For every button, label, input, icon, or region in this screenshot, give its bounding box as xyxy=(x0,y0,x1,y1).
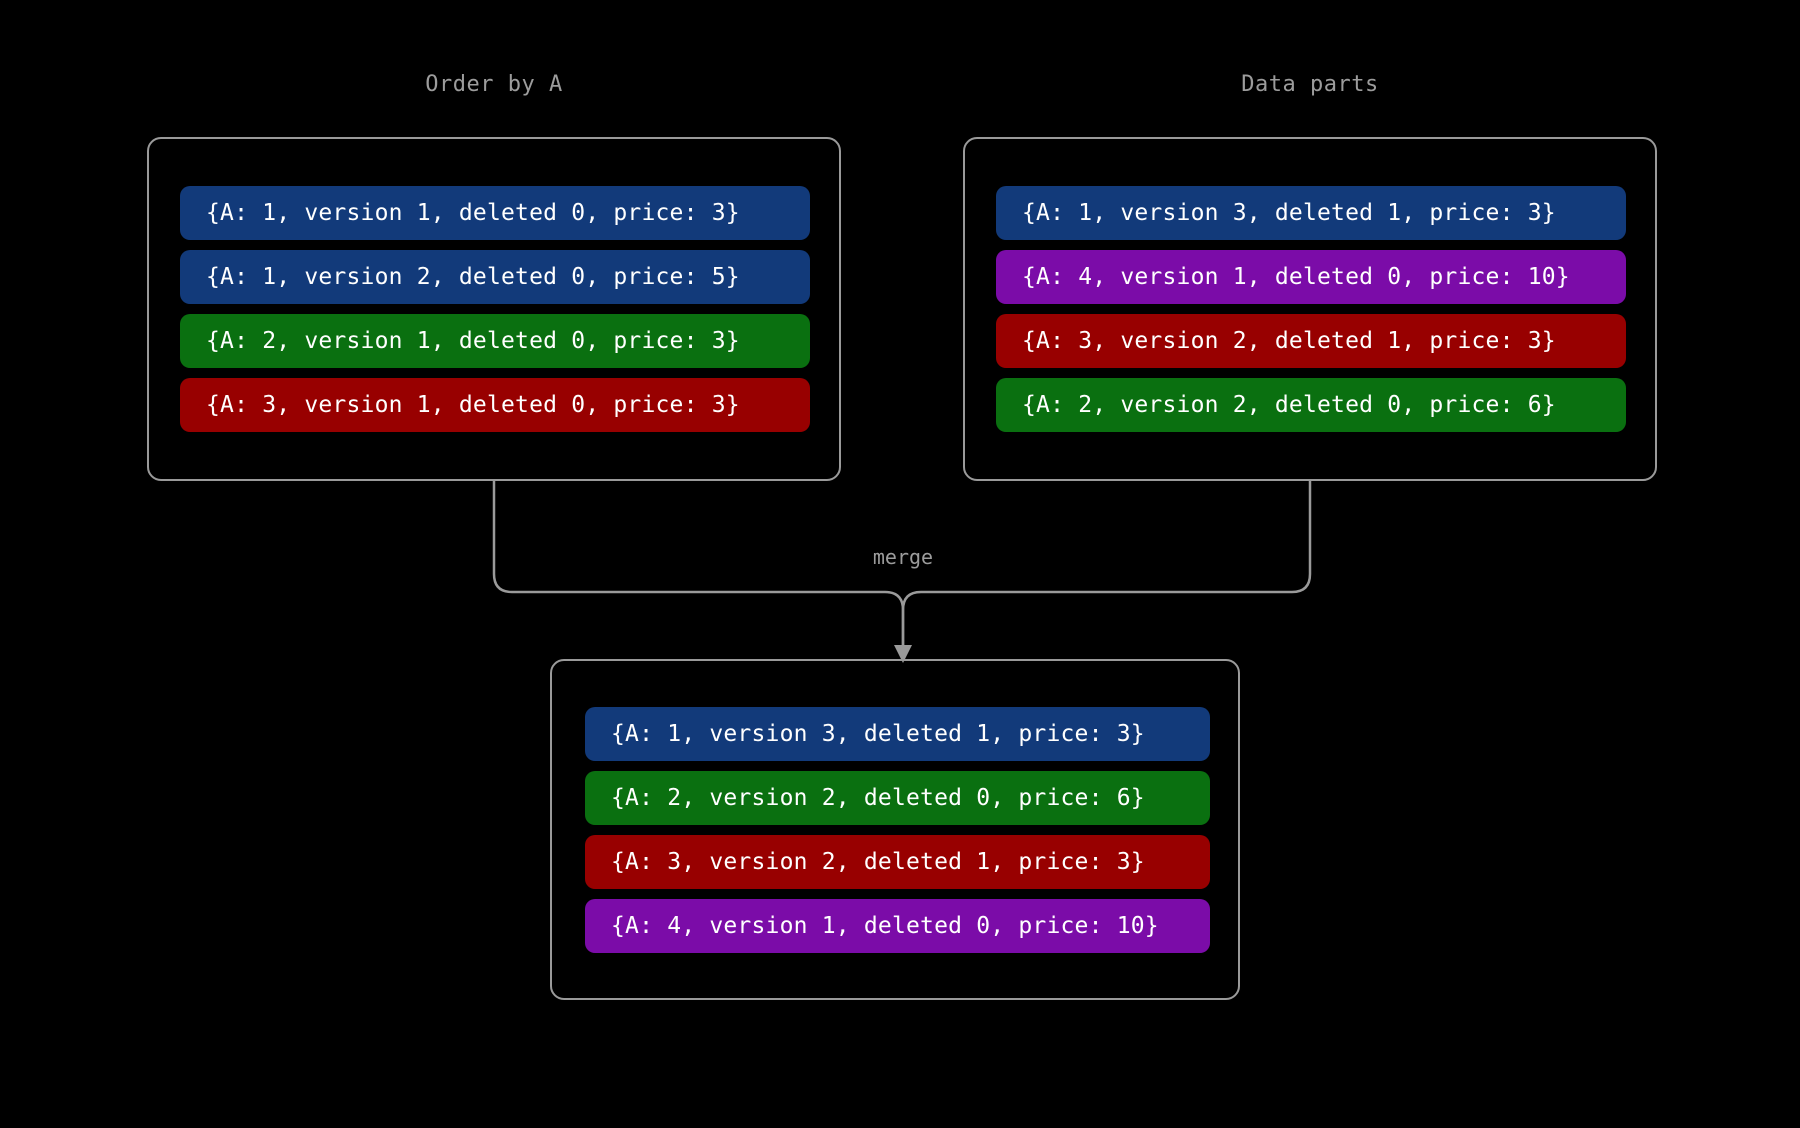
record-row: {A: 2, version 1, deleted 0, price: 3} xyxy=(180,314,810,368)
panel-title-order-by-a: Order by A xyxy=(425,72,563,97)
panel-merged-result-rows: {A: 1, version 3, deleted 1, price: 3} {A… xyxy=(585,706,1210,953)
panel-merged-result: {A: 1, version 3, deleted 1, price: 3} {A… xyxy=(550,659,1240,1000)
record-row: {A: 1, version 2, deleted 0, price: 5} xyxy=(180,250,810,304)
merge-label: merge xyxy=(872,545,934,569)
record-row: {A: 2, version 2, deleted 0, price: 6} xyxy=(585,770,1210,825)
record-row: {A: 1, version 3, deleted 1, price: 3} xyxy=(585,706,1210,761)
record-row: {A: 3, version 2, deleted 1, price: 3} xyxy=(585,834,1210,889)
record-row: {A: 3, version 1, deleted 0, price: 3} xyxy=(180,378,810,432)
connector-path-left xyxy=(492,481,905,653)
panel-title-data-parts: Data parts xyxy=(1241,72,1379,97)
panel-order-by-a: {A: 1, version 1, deleted 0, price: 3} {A… xyxy=(147,137,841,481)
record-row: {A: 1, version 1, deleted 0, price: 3} xyxy=(180,186,810,240)
record-row: {A: 3, version 2, deleted 1, price: 3} xyxy=(996,314,1626,368)
record-row: {A: 2, version 2, deleted 0, price: 6} xyxy=(996,378,1626,432)
panel-order-by-a-rows: {A: 1, version 1, deleted 0, price: 3} {A… xyxy=(180,186,810,432)
connector-path-right xyxy=(901,481,1312,653)
record-row: {A: 1, version 3, deleted 1, price: 3} xyxy=(996,186,1626,240)
record-row: {A: 4, version 1, deleted 0, price: 10} xyxy=(996,250,1626,304)
panel-data-parts: {A: 1, version 3, deleted 1, price: 3} {A… xyxy=(963,137,1657,481)
record-row: {A: 4, version 1, deleted 0, price: 10} xyxy=(585,898,1210,953)
panel-data-parts-rows: {A: 1, version 3, deleted 1, price: 3} {A… xyxy=(996,186,1626,432)
